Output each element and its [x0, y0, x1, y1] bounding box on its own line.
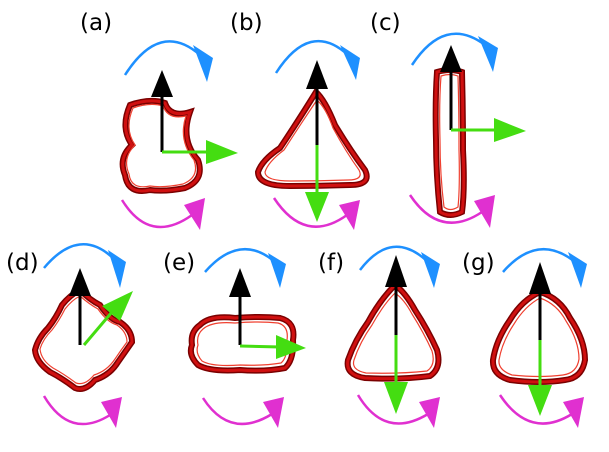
panel-label-a: (a) — [80, 10, 112, 36]
vertical-axis-arrow-g — [529, 262, 551, 340]
panel-a: (a) — [80, 10, 238, 230]
rotation-arrow-top-g — [502, 247, 587, 288]
loop-bundle-e — [187, 314, 297, 374]
panel-label-b: (b) — [230, 10, 263, 36]
rotation-arrow-top-e — [204, 247, 286, 288]
rotation-arrow-bottom-b — [272, 197, 360, 230]
loop-bundle-b — [254, 87, 370, 190]
rotation-arrow-bottom-c — [408, 194, 495, 228]
rotation-arrow-top-b — [274, 39, 360, 80]
panel-label-g: (g) — [462, 250, 495, 276]
panel-label-c: (c) — [370, 10, 401, 36]
rotation-arrow-bottom-f — [356, 394, 440, 428]
rotation-arrow-top-f — [359, 245, 440, 288]
loop-bundle-a — [119, 97, 203, 194]
vertical-axis-arrow-c — [440, 45, 462, 130]
normal-vector-arrow-g — [528, 340, 552, 416]
panel-b: (b) — [230, 10, 370, 230]
rotation-arrow-bottom-d — [42, 395, 122, 428]
normal-vector-arrow-b — [305, 145, 329, 222]
normal-vector-arrow-a — [162, 140, 238, 164]
rotation-arrow-bottom-e — [201, 397, 284, 428]
rotation-arrow-top-d — [43, 243, 126, 288]
normal-vector-arrow-e — [239, 335, 306, 359]
panel-e: (e) — [163, 247, 306, 428]
vertical-axis-arrow-a — [151, 70, 173, 152]
vertical-axis-arrow-d — [69, 268, 91, 345]
panel-g: (g) — [462, 247, 589, 428]
panel-label-d: (d) — [6, 250, 39, 276]
rotation-arrow-bottom-a — [120, 198, 205, 230]
panel-d: (d) — [6, 243, 136, 428]
rotation-arrow-bottom-g — [498, 394, 584, 428]
panel-c: (c) — [370, 10, 526, 228]
panel-f: (f) — [318, 245, 442, 428]
panel-label-f: (f) — [318, 250, 344, 276]
panel-label-e: (e) — [163, 250, 195, 276]
loop-bundle-f — [344, 281, 442, 382]
normal-vector-arrow-f — [384, 335, 408, 414]
loop-bundle-d — [31, 286, 136, 392]
vertical-axis-arrow-b — [306, 60, 328, 145]
normal-vector-arrow-d — [82, 291, 133, 346]
loop-bundle-c — [432, 67, 467, 218]
rotation-arrow-top-a — [123, 40, 213, 82]
vertical-axis-arrow-e — [229, 268, 251, 345]
vertical-axis-arrow-f — [385, 255, 407, 335]
normal-vector-arrow-c — [451, 118, 526, 142]
rotation-arrow-top-c — [410, 32, 498, 72]
